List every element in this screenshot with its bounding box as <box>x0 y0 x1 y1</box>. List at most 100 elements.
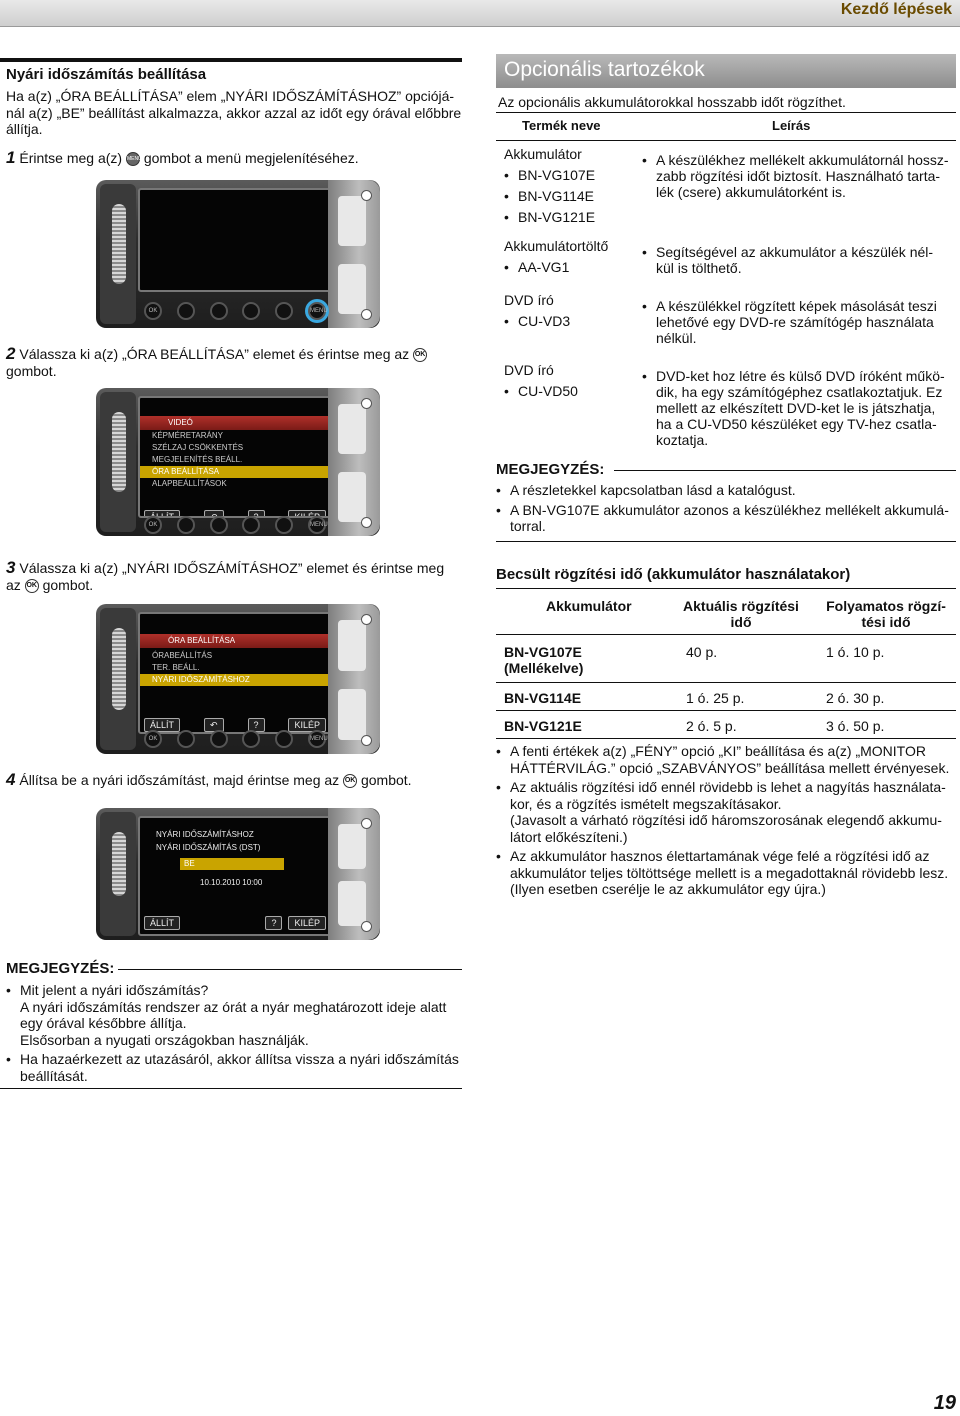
step-3-text-b: gombot. <box>42 576 94 593</box>
time-cell-battery: BN-VG121E <box>504 718 582 734</box>
step-1-number: 1 <box>6 148 16 167</box>
left-note-item: Mit jelent a nyári időszámítás? A nyári … <box>6 982 462 1048</box>
left-note-bottom-rule <box>0 1088 462 1089</box>
time-header-actual: Aktuális rögzítési idő <box>683 598 799 630</box>
right-note-item: A részletekkel kapcsolatban lásd a katal… <box>496 482 956 499</box>
camera-button <box>209 302 228 320</box>
ok-icon: OK <box>343 774 358 789</box>
step-4-text-a: Állítsa be a nyári időszámítást, majd ér… <box>19 772 340 788</box>
time-cell-actual: 2 ó. 5 p. <box>686 718 737 734</box>
time-cell-continuous: 1 ó. 10 p. <box>826 644 885 660</box>
section-title: Nyári időszámítás beállítása <box>6 66 207 83</box>
header-title: Kezdő lépések <box>840 1 952 18</box>
product-description: Segítségével az akkumulátor a készülék n… <box>642 244 960 276</box>
step-2: 2 Válassza ki a(z) „ÓRA BEÁLLÍTÁSA” elem… <box>6 344 446 379</box>
camera-button <box>242 730 261 748</box>
table-row: DVD író CU-VD50 <box>504 362 624 399</box>
screen-menu-item: TER. BEÁLL. <box>152 663 200 672</box>
time-cell-continuous: 3 ó. 50 p. <box>826 718 885 734</box>
camera-ok-button: OK <box>144 302 162 320</box>
step-1-text-b: gombot a menü megjelenítéséhez. <box>143 150 359 166</box>
table-row: Akkumulátortöltő AA-VG1 <box>504 238 624 275</box>
screen-exit-button: KILÉP <box>288 718 326 732</box>
camera-button <box>176 516 195 534</box>
screen-dst-title: NYÁRI IDŐSZÁMÍTÁSHOZ <box>156 830 254 839</box>
screen-menu-item: KÉPMÉRETARÁNY <box>152 431 223 440</box>
time-table-title: Becsült rögzítési idő (akkumulátor haszn… <box>496 566 851 583</box>
camera-menu-button: MENU <box>307 730 328 748</box>
left-note-list: Mit jelent a nyári időszámítás? A nyári … <box>6 982 462 1084</box>
page-number: 19 <box>933 1392 956 1414</box>
time-notes: A fenti értékek a(z) „FÉNY” opció „KI” b… <box>496 743 958 898</box>
camera-button <box>209 516 228 534</box>
right-note-item: A BN-VG107E akkumulátor azonos a készülé… <box>496 502 956 535</box>
camera-illustration-3: ÓRA BEÁLLÍTÁSA ÓRABEÁLLÍTÁS TER. BEÁLL. … <box>96 604 380 754</box>
screen-exit-button: KILÉP <box>288 510 326 516</box>
screen-menu-item: ALAPBEÁLLÍTÁSOK <box>152 479 227 488</box>
time-cell-battery: BN-VG107E (Mellékelve) <box>504 644 584 676</box>
step-4-text-b: gombot. <box>360 772 412 788</box>
ok-icon: OK <box>413 348 428 363</box>
right-note-title: MEGJEGYZÉS: <box>496 461 605 478</box>
product-description: DVD-ket hoz létre és külső DVD íróként m… <box>642 368 960 448</box>
intro-text: Ha a(z) „ÓRA BEÁLLÍTÁSA” elem „NYÁRI IDŐ… <box>6 88 462 137</box>
right-note-list: A részletekkel kapcsolatban lásd a katal… <box>496 482 956 535</box>
step-1-text-a: Érintse meg a(z) <box>19 150 123 166</box>
left-note-rule <box>118 969 462 970</box>
camera-illustration-4: NYÁRI IDŐSZÁMÍTÁSHOZ NYÁRI IDŐSZÁMÍTÁS (… <box>96 808 380 940</box>
camera-button <box>209 730 228 748</box>
header-bar: Kezdő lépések <box>0 0 960 27</box>
product-description: A készülékhez mellékelt akkumulátornál h… <box>642 152 960 200</box>
screen-menu-item-selected: NYÁRI IDŐSZÁMÍTÁSHOZ <box>140 674 330 686</box>
camera-button <box>242 516 261 534</box>
camera-menu-button: MENU <box>307 302 328 320</box>
time-cell-battery: BN-VG114E <box>504 690 582 706</box>
table-header-description: Leírás <box>772 118 811 133</box>
product-model: CU-VD50 <box>504 383 624 399</box>
product-model: BN-VG107E <box>504 167 624 183</box>
camera-button <box>242 302 261 320</box>
step-3: 3 Válassza ki a(z) „NYÁRI IDŐSZÁMÍTÁSHOZ… <box>6 559 456 593</box>
table-header-product: Termék neve <box>522 118 601 133</box>
screen-help-button: ? <box>265 916 283 930</box>
screen-help-button: ? <box>247 510 265 516</box>
time-table: Akkumulátor Aktuális rögzítési idő Folya… <box>496 592 956 742</box>
product-name: DVD író <box>504 292 554 308</box>
time-note-item: Az aktuális rögzítési idő ennél rövidebb… <box>496 779 958 845</box>
time-cell-actual: 1 ó. 25 p. <box>686 690 745 706</box>
table-row: DVD író CU-VD3 <box>504 292 624 329</box>
screen-back-button: ↶ <box>203 510 224 516</box>
accessory-table: Termék neve Leírás Akkumulátor BN-VG107E… <box>496 112 956 460</box>
camera-button <box>275 730 294 748</box>
camera-illustration-1: OK MENU <box>96 180 380 328</box>
time-note-item: Az akkumulátor hasznos élettartamának vé… <box>496 848 958 898</box>
step-1: 1 Érintse meg a(z) MENU gombot a menü me… <box>6 148 462 167</box>
ok-icon: OK <box>24 578 39 593</box>
screen-set-button: ÁLLÍT <box>144 510 181 516</box>
right-section-title: Opcionális tartozékok <box>504 58 705 81</box>
product-model: BN-VG114E <box>504 188 624 204</box>
screen-menu-item: ÓRABEÁLLÍTÁS <box>152 651 213 660</box>
screen-set-button: ÁLLÍT <box>144 916 181 930</box>
camera-illustration-2: VIDEÓ KÉPMÉRETARÁNY SZÉLZAJ CSÖKKENTÉS M… <box>96 388 380 536</box>
right-note-bottom-rule <box>496 541 956 542</box>
product-model: AA-VG1 <box>504 259 624 275</box>
screen-menu-item-selected: ÓRA BEÁLLÍTÁSA <box>140 466 330 478</box>
screen-menu-header: ÓRA BEÁLLÍTÁSA <box>140 634 330 648</box>
camera-button <box>176 730 195 748</box>
step-3-text-a: Válassza ki a(z) „NYÁRI IDŐSZÁMÍTÁSHOZ” … <box>6 560 445 593</box>
screen-menu-item: SZÉLZAJ CSÖKKENTÉS <box>152 443 244 452</box>
camera-ok-button: OK <box>144 516 162 534</box>
time-header-continuous: Folyamatos rögzí- tési idő <box>826 598 946 630</box>
product-model: CU-VD3 <box>504 313 624 329</box>
step-2-number: 2 <box>6 344 16 363</box>
left-column <box>0 58 462 62</box>
screen-dst-value: BE <box>180 858 284 870</box>
time-header-battery: Akkumulátor <box>546 598 632 614</box>
screen-set-button: ÁLLÍT <box>144 718 181 732</box>
product-name: Akkumulátor <box>504 146 582 162</box>
time-cell-continuous: 2 ó. 30 p. <box>826 690 885 706</box>
time-title-rule <box>496 588 956 589</box>
table-row: Akkumulátor BN-VG107E BN-VG114E BN-VG121… <box>504 146 624 225</box>
product-model: BN-VG121E <box>504 209 624 225</box>
